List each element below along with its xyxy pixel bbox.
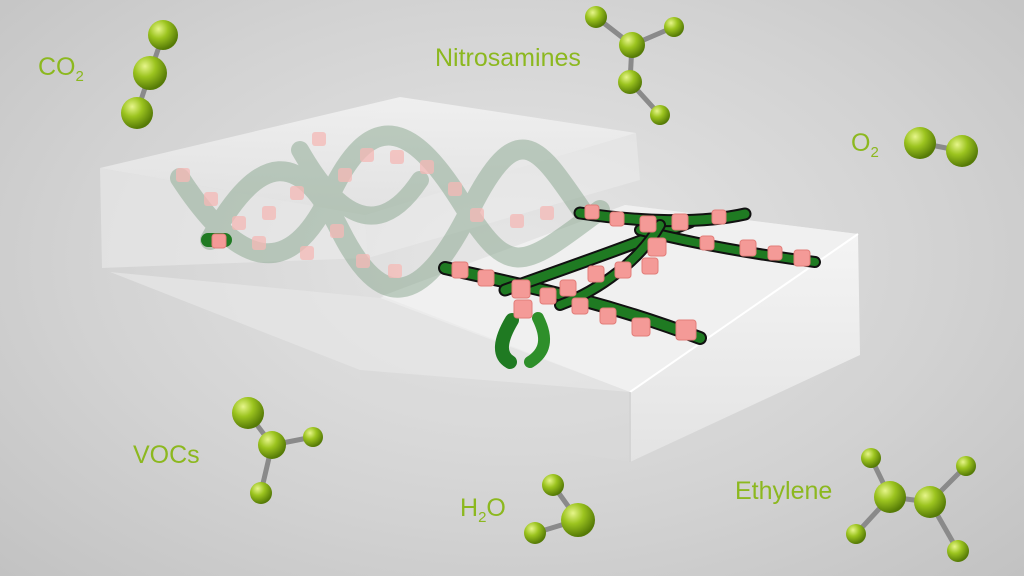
- o2-molecule-icon: [904, 127, 978, 167]
- h2o-molecule-icon: [524, 474, 595, 544]
- vocs-molecule-icon: [232, 397, 323, 504]
- embedded-fibres: [170, 125, 610, 298]
- o2-label: O2: [851, 129, 879, 161]
- h2o-label-subscript: 2: [478, 509, 487, 526]
- co2-molecule-icon: [121, 20, 178, 129]
- nitrosamines-label: Nitrosamines: [435, 44, 581, 72]
- h2o-label: H2O: [460, 494, 506, 526]
- ethylene-molecule-icon: [846, 448, 976, 562]
- h2o-label-post: O: [486, 494, 506, 522]
- ethylene-label: Ethylene: [735, 477, 833, 505]
- co2-label-main: CO: [38, 53, 76, 81]
- vocs-label: VOCs: [133, 441, 200, 469]
- o2-label-subscript: 2: [870, 144, 879, 161]
- slab-left-face: [360, 370, 630, 462]
- upper-slab-side: [365, 133, 640, 258]
- slab-front-face: [630, 234, 860, 462]
- co2-label-subscript: 2: [75, 68, 84, 85]
- exposed-beads: [211, 204, 811, 341]
- embedded-beads: [176, 132, 554, 278]
- h2o-label-pre: H: [460, 494, 479, 522]
- co2-label: CO2: [38, 53, 84, 85]
- o2-label-main: O: [851, 129, 871, 157]
- nitrosamines-molecule-icon: [585, 6, 684, 125]
